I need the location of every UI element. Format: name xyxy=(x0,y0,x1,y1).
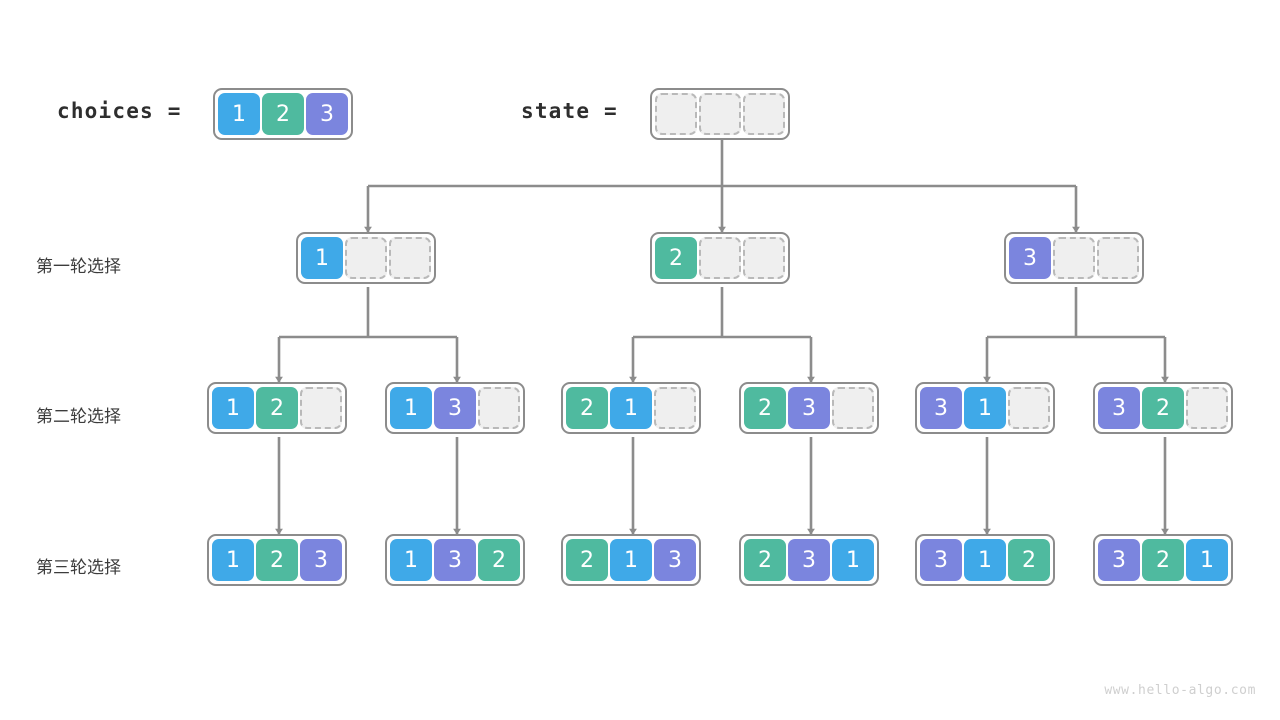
node-n-132-cell-2: 2 xyxy=(478,539,520,581)
state-node-n-1: 1 xyxy=(296,232,436,284)
node-n-32-cell-0: 3 xyxy=(1098,387,1140,429)
node-n-123-cell-2: 3 xyxy=(300,539,342,581)
node-n-132-cell-0: 1 xyxy=(390,539,432,581)
state-node-n-2: 2 xyxy=(650,232,790,284)
node-n-231-cell-0: 2 xyxy=(744,539,786,581)
node-n-1-cell-0: 1 xyxy=(301,237,343,279)
state-label: state = xyxy=(521,99,618,123)
node-n-13-cell-0: 1 xyxy=(390,387,432,429)
state-node-n-3: 3 xyxy=(1004,232,1144,284)
node-n-31-cell-1: 1 xyxy=(964,387,1006,429)
node-n-3-cell-0: 3 xyxy=(1009,237,1051,279)
node-n-13-cell-1: 3 xyxy=(434,387,476,429)
node-n-1-cell-2 xyxy=(389,237,431,279)
node-n-312-cell-2: 2 xyxy=(1008,539,1050,581)
row-label-round-1: 第一轮选择 xyxy=(36,257,121,277)
node-n-21-cell-0: 2 xyxy=(566,387,608,429)
watermark: www.hello-algo.com xyxy=(1104,683,1256,698)
node-n-321-cell-1: 2 xyxy=(1142,539,1184,581)
node-n-31-cell-2 xyxy=(1008,387,1050,429)
node-n-2-cell-0: 2 xyxy=(655,237,697,279)
row-label-round-3: 第三轮选择 xyxy=(36,558,121,578)
node-n-3-cell-2 xyxy=(1097,237,1139,279)
node-n-31-cell-0: 3 xyxy=(920,387,962,429)
node-n-23-cell-0: 2 xyxy=(744,387,786,429)
node-n-23-cell-1: 3 xyxy=(788,387,830,429)
node-n-32-cell-1: 2 xyxy=(1142,387,1184,429)
node-n-12-cell-1: 2 xyxy=(256,387,298,429)
node-n-321-cell-2: 1 xyxy=(1186,539,1228,581)
node-n-13-cell-2 xyxy=(478,387,520,429)
node-n-123-cell-1: 2 xyxy=(256,539,298,581)
node-n-132-cell-1: 3 xyxy=(434,539,476,581)
node-n-21-cell-1: 1 xyxy=(610,387,652,429)
node-n-12-cell-2 xyxy=(300,387,342,429)
row-label-round-2: 第二轮选择 xyxy=(36,407,121,427)
node-n-213-cell-2: 3 xyxy=(654,539,696,581)
node-n-213-cell-1: 1 xyxy=(610,539,652,581)
state-array xyxy=(650,88,790,140)
node-n-231-cell-1: 3 xyxy=(788,539,830,581)
node-n-321-cell-0: 3 xyxy=(1098,539,1140,581)
node-n-12-cell-0: 1 xyxy=(212,387,254,429)
node-n-213-cell-0: 2 xyxy=(566,539,608,581)
node-n-2-cell-1 xyxy=(699,237,741,279)
choices-cell-0: 1 xyxy=(218,93,260,135)
node-n-123-cell-0: 1 xyxy=(212,539,254,581)
node-n-231-cell-2: 1 xyxy=(832,539,874,581)
node-n-23-cell-2 xyxy=(832,387,874,429)
node-n-32-cell-2 xyxy=(1186,387,1228,429)
choices-cell-2: 3 xyxy=(306,93,348,135)
node-n-312-cell-1: 1 xyxy=(964,539,1006,581)
node-n-21-cell-2 xyxy=(654,387,696,429)
state-cell-2 xyxy=(743,93,785,135)
node-n-3-cell-1 xyxy=(1053,237,1095,279)
node-n-2-cell-2 xyxy=(743,237,785,279)
node-n-1-cell-1 xyxy=(345,237,387,279)
node-n-312-cell-0: 3 xyxy=(920,539,962,581)
choices-label: choices = xyxy=(57,99,182,123)
choices-cell-1: 2 xyxy=(262,93,304,135)
state-cell-1 xyxy=(699,93,741,135)
state-cell-0 xyxy=(655,93,697,135)
